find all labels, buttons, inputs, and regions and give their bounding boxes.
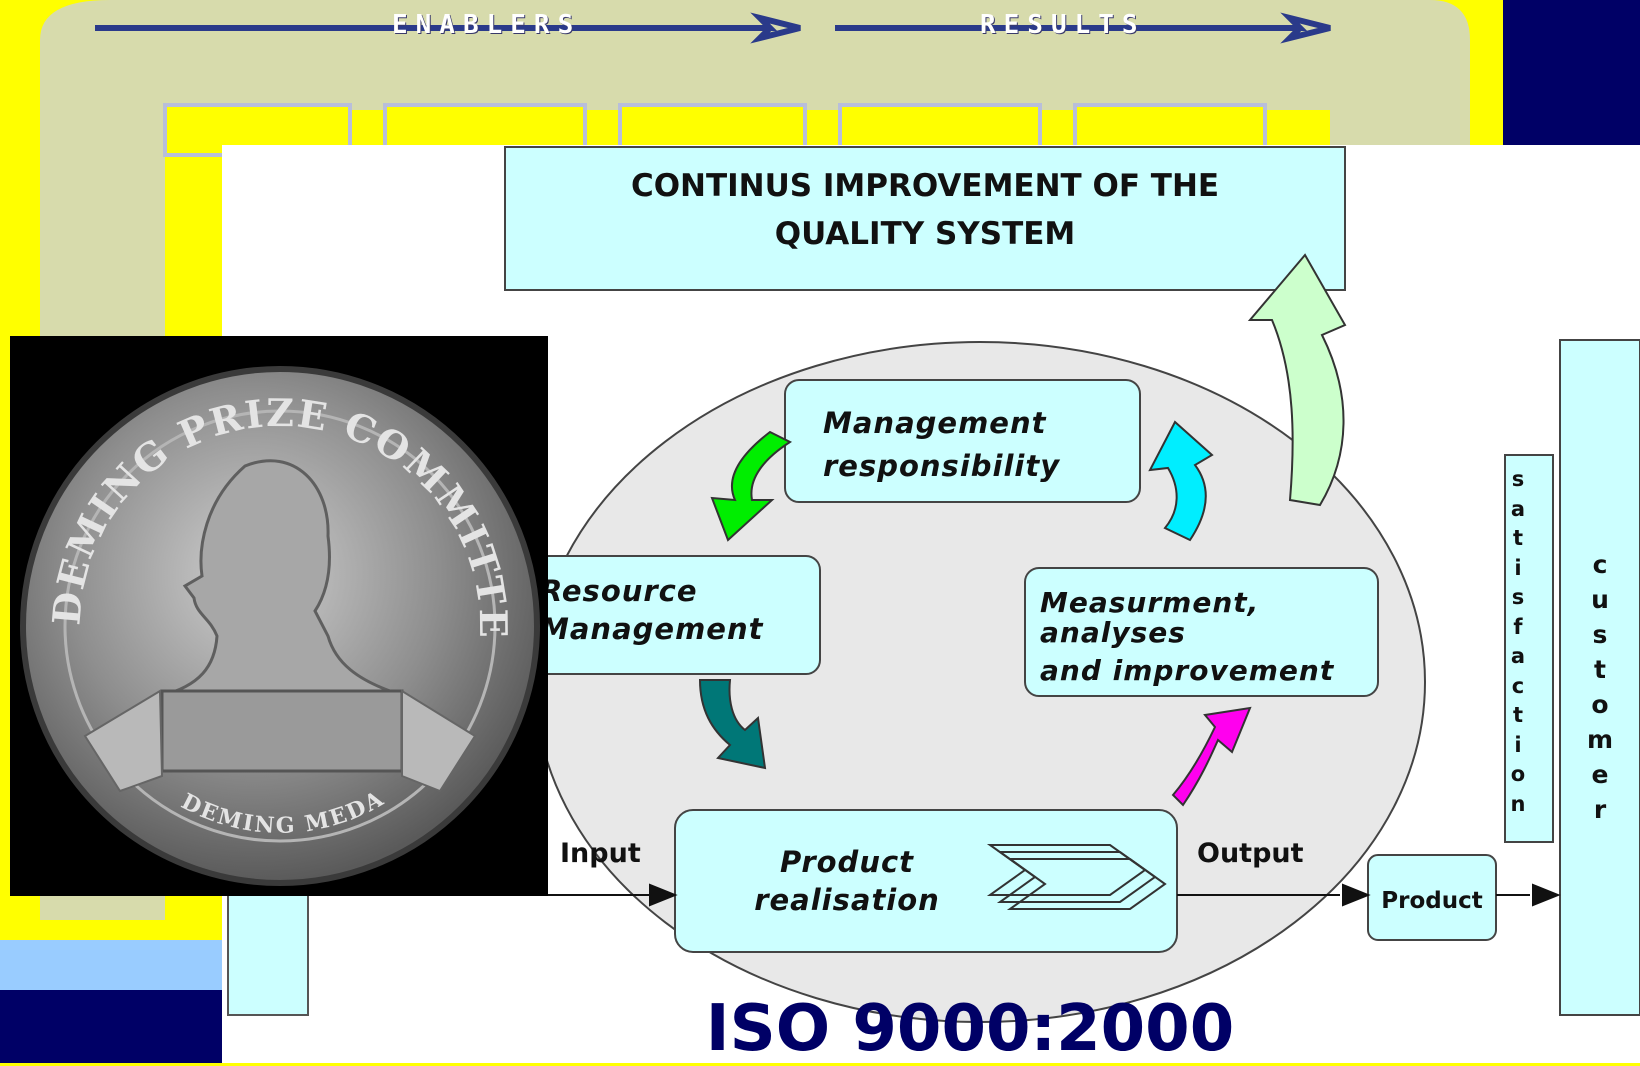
medal-plaque bbox=[160, 689, 404, 773]
teal-curved-arrow bbox=[698, 679, 767, 770]
management-line1: Management bbox=[823, 406, 1047, 440]
resource-line2: Management bbox=[540, 612, 764, 646]
satisfaction-box bbox=[1504, 454, 1554, 843]
deming-medal-photo: DEMING PRIZE COMMITTEE JUSE DEMING MEDAL bbox=[0, 300, 548, 896]
continuous-improvement-text: CONTINUS IMPROVEMENT OF THE QUALITY SYST… bbox=[505, 162, 1345, 258]
process-chevrons bbox=[986, 844, 1167, 910]
management-line2: responsibility bbox=[823, 449, 1061, 483]
satisfaction-label: s a t i s f a c t i o n bbox=[1510, 467, 1526, 816]
grey-frame bbox=[40, 0, 1470, 920]
measurement-text: Measurment, analyses and improvement bbox=[1040, 588, 1334, 686]
medal-ribbon-right bbox=[401, 689, 477, 793]
product-realisation-line2: realisation bbox=[754, 883, 940, 917]
deming-medal: DEMING PRIZE COMMITTEE JUSE DEMING MEDAL bbox=[0, 300, 540, 886]
navy-bar-bottom-left bbox=[0, 990, 222, 1063]
management-responsibility-text: Management responsibility bbox=[823, 402, 1060, 488]
continuous-improvement-line2: QUALITY SYSTEM bbox=[774, 216, 1076, 252]
results-label: RESULTS bbox=[980, 10, 1146, 40]
measurement-line3: and improvement bbox=[1040, 654, 1335, 687]
resource-line1: Resource bbox=[540, 574, 698, 608]
light-blue-bar bbox=[0, 940, 222, 990]
enablers-label: ENABLERS bbox=[392, 10, 582, 40]
product-realisation-line1: Product bbox=[779, 845, 915, 879]
cyan-curved-arrow bbox=[1148, 420, 1214, 542]
output-label: Output bbox=[1197, 838, 1304, 869]
measurement-box bbox=[1024, 567, 1379, 697]
results-arrow bbox=[835, 12, 1331, 44]
magenta-curved-arrow bbox=[1171, 706, 1252, 807]
green-curved-arrow bbox=[710, 430, 793, 542]
resource-management-text: Resource Management bbox=[540, 572, 763, 648]
continuous-improvement-box bbox=[504, 146, 1346, 291]
product-label: Product bbox=[1381, 888, 1483, 914]
enablers-arrow bbox=[95, 12, 801, 44]
customer-label: c u s t o m e r bbox=[1586, 550, 1614, 824]
pale-green-curved-arrow bbox=[1247, 253, 1347, 507]
continuous-improvement-line1: CONTINUS IMPROVEMENT OF THE bbox=[630, 168, 1220, 204]
measurement-line2: analyses bbox=[1040, 616, 1186, 649]
product-realisation-text: Product realisation bbox=[742, 843, 952, 919]
navy-corner-top-right bbox=[1503, 0, 1640, 145]
product-box bbox=[1367, 854, 1497, 941]
iso-title: ISO 9000:2000 bbox=[705, 992, 1235, 1066]
customer-box bbox=[1559, 339, 1640, 1016]
medal-inner-rim bbox=[63, 409, 497, 843]
measurement-line1: Measurment, bbox=[1040, 586, 1260, 619]
input-label: Input bbox=[560, 838, 641, 869]
flow-arrows bbox=[548, 883, 1561, 907]
medal-ribbon-left bbox=[83, 689, 164, 793]
